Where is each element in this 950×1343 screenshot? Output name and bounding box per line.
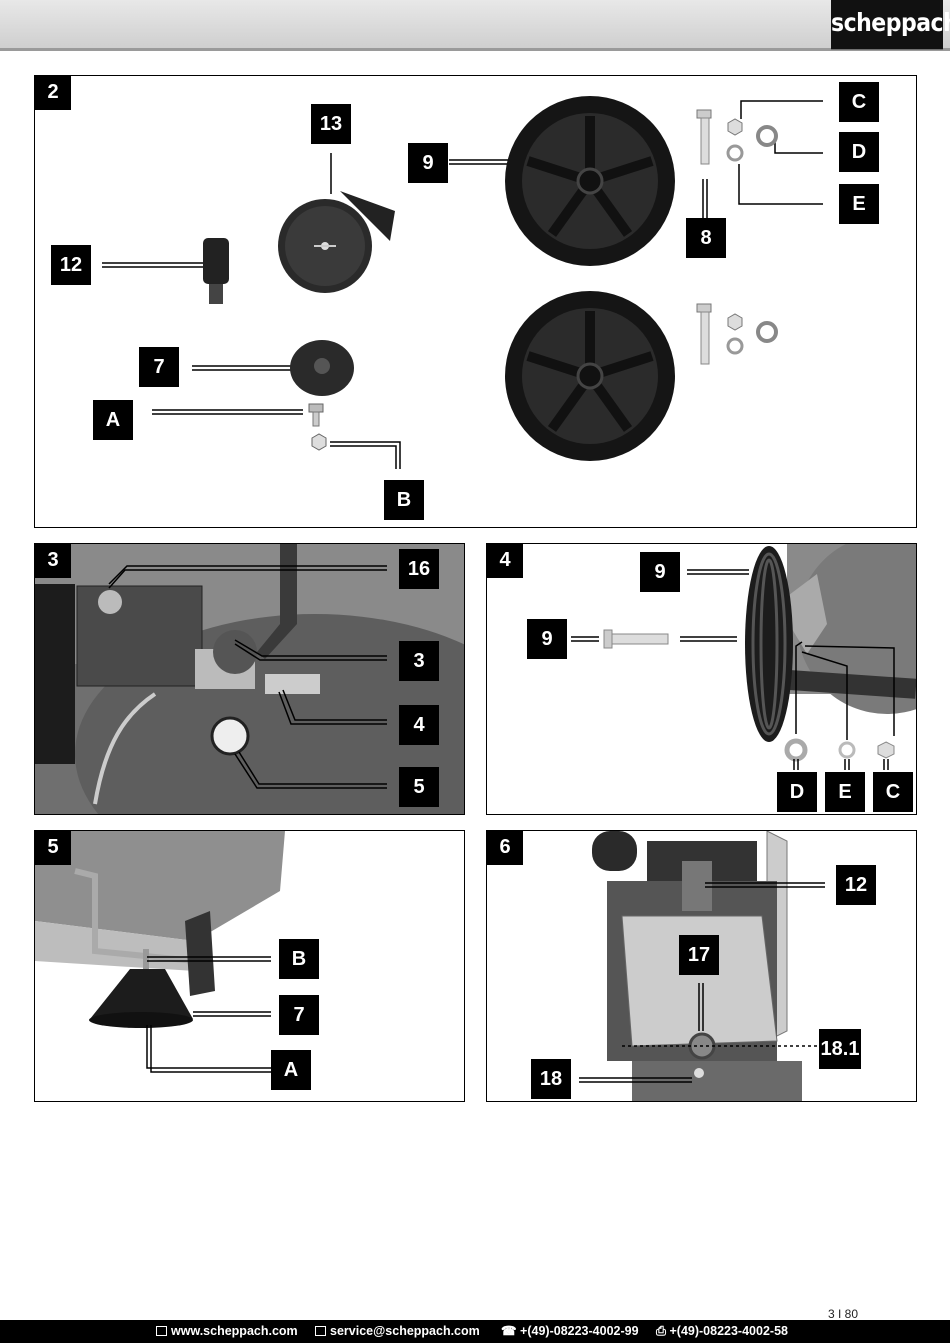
callout-12: 12 bbox=[51, 245, 91, 285]
callout-3: 3 bbox=[399, 641, 439, 681]
callout-b: B bbox=[384, 480, 424, 520]
figure-3-panel: 3 16 3 4 5 bbox=[34, 543, 465, 815]
callout-12: 12 bbox=[836, 865, 876, 905]
figure-2-illustration bbox=[102, 96, 823, 469]
callout-4: 4 bbox=[399, 705, 439, 745]
callout-c: C bbox=[873, 772, 913, 812]
figure-4-panel: 4 9 9 D E C bbox=[486, 543, 917, 815]
figure-5-panel: 5 B 7 A bbox=[34, 830, 465, 1102]
callout-18-1: 18.1 bbox=[819, 1029, 861, 1069]
callout-c: C bbox=[839, 82, 879, 122]
callout-a: A bbox=[93, 400, 133, 440]
footer-email[interactable]: service@scheppach.com bbox=[315, 1320, 480, 1343]
fax-icon: ⎙ bbox=[656, 1324, 670, 1338]
figure-5-photo bbox=[35, 831, 285, 1073]
callout-9-wheel: 9 bbox=[640, 552, 680, 592]
callout-16: 16 bbox=[399, 549, 439, 589]
callout-e: E bbox=[825, 772, 865, 812]
footer-fax: ⎙ +(49)-08223-4002-58 bbox=[656, 1324, 788, 1338]
callout-5: 5 bbox=[399, 767, 439, 807]
figure-3-photo bbox=[35, 544, 464, 814]
callout-9-axle: 9 bbox=[527, 619, 567, 659]
brand-logo[interactable]: scheppach bbox=[831, 0, 950, 50]
callout-7: 7 bbox=[139, 347, 179, 387]
header-bar bbox=[0, 0, 950, 51]
callout-8: 8 bbox=[686, 218, 726, 258]
page-number: 3 I 80 bbox=[828, 1307, 859, 1321]
callout-13: 13 bbox=[311, 104, 351, 144]
callout-7: 7 bbox=[279, 995, 319, 1035]
figure-number: 4 bbox=[487, 544, 523, 578]
computer-icon bbox=[156, 1326, 167, 1336]
footer-bar: www.scheppach.com service@scheppach.com … bbox=[0, 1320, 950, 1343]
figure-2-panel: 2 13 9 12 8 7 A B C D E bbox=[34, 75, 917, 528]
callout-9: 9 bbox=[408, 143, 448, 183]
figure-number: 5 bbox=[35, 831, 71, 865]
callout-b: B bbox=[279, 939, 319, 979]
figure-number: 6 bbox=[487, 831, 523, 865]
figure-4-photo bbox=[571, 544, 916, 770]
callout-18: 18 bbox=[531, 1059, 571, 1099]
callout-e: E bbox=[839, 184, 879, 224]
callout-d: D bbox=[777, 772, 817, 812]
callout-d: D bbox=[839, 132, 879, 172]
callout-a: A bbox=[271, 1050, 311, 1090]
figure-number: 2 bbox=[35, 76, 71, 110]
figure-6-panel: 6 12 17 18.1 18 bbox=[486, 830, 917, 1102]
figure-number: 3 bbox=[35, 544, 71, 578]
footer-website[interactable]: www.scheppach.com bbox=[156, 1320, 298, 1343]
callout-17: 17 bbox=[679, 935, 719, 975]
phone-icon: ☎ bbox=[501, 1324, 521, 1338]
footer-phone[interactable]: ☎ +(49)-08223-4002-99 bbox=[501, 1324, 639, 1338]
mail-icon bbox=[315, 1326, 326, 1336]
